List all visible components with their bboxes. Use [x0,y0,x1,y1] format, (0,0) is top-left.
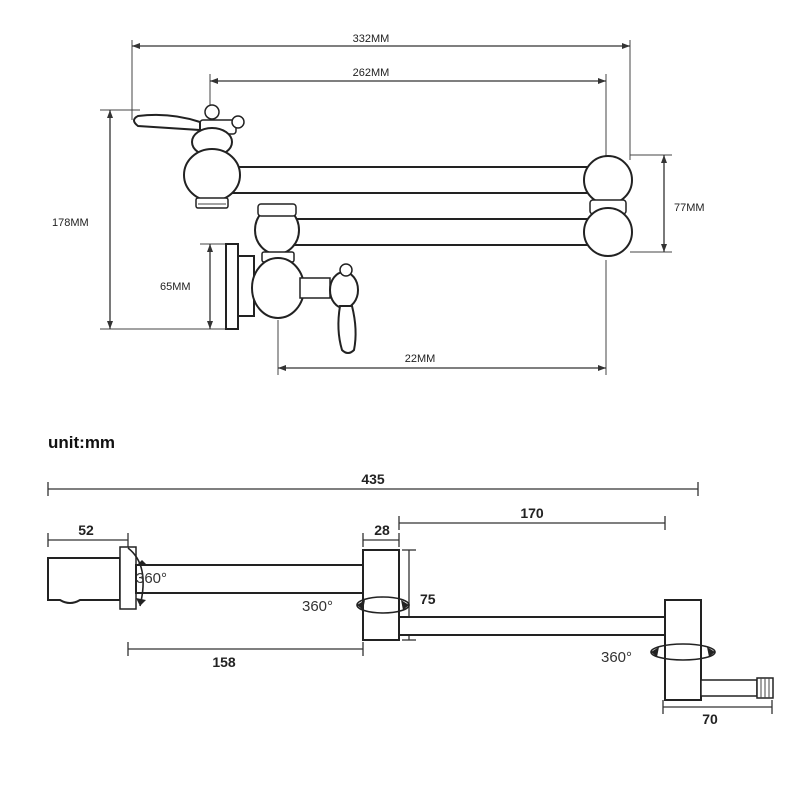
dimension-label-170: 170 [520,505,544,521]
dimension-label-77: 77MM [674,202,705,214]
rotation-arrow-spout: 360° [601,643,716,666]
top-view: 332MM 262MM 178MM 77MM [52,33,705,375]
side-view: unit:mm 435 52 28 170 [47,433,774,727]
rotation-label-middle: 360° [302,598,333,615]
rotation-label-spout: 360° [601,649,632,666]
dimension-170: 170 [398,505,666,530]
first-arm [135,564,365,594]
dimension-158: 158 [127,642,364,670]
wall-mount-valve [225,243,359,354]
rotation-arrow-middle: 360° [302,596,410,615]
dimension-332: 332MM [131,33,631,160]
dimension-178: 178MM [52,109,232,330]
lower-arm [291,218,597,246]
dimension-28: 28 [362,522,400,547]
spout-end [664,599,774,701]
dimension-77: 77MM [630,154,705,253]
dimension-label-28: 28 [374,522,390,538]
dimension-22: 22MM [277,260,607,375]
dimension-70: 70 [662,700,773,727]
dimension-label-65: 65MM [160,281,191,293]
dimension-label-332: 332MM [353,33,390,45]
unit-label: unit:mm [48,433,115,452]
dimension-label-22: 22MM [405,353,436,365]
dimension-label-52: 52 [78,522,94,538]
dimension-435: 435 [47,471,699,496]
dimension-label-158: 158 [212,654,236,670]
second-arm [398,616,666,636]
dimension-262: 262MM [209,67,607,160]
dimension-label-435: 435 [361,471,385,487]
arm-joint-left [254,203,300,263]
rotation-arrow-inlet: 360° [127,547,167,607]
dimension-label-75: 75 [420,591,436,607]
upper-arm [231,166,595,194]
dimension-65: 65MM [160,243,232,329]
dimension-52: 52 [47,522,129,547]
rotation-label-inlet: 360° [136,570,167,587]
dimension-label-70: 70 [702,711,718,727]
arm-joint-right [583,155,633,257]
wall-inlet [47,546,137,610]
dimension-label-178: 178MM [52,217,89,229]
dimension-label-262: 262MM [353,67,390,79]
spout-head [133,104,245,209]
middle-joint [362,549,400,641]
